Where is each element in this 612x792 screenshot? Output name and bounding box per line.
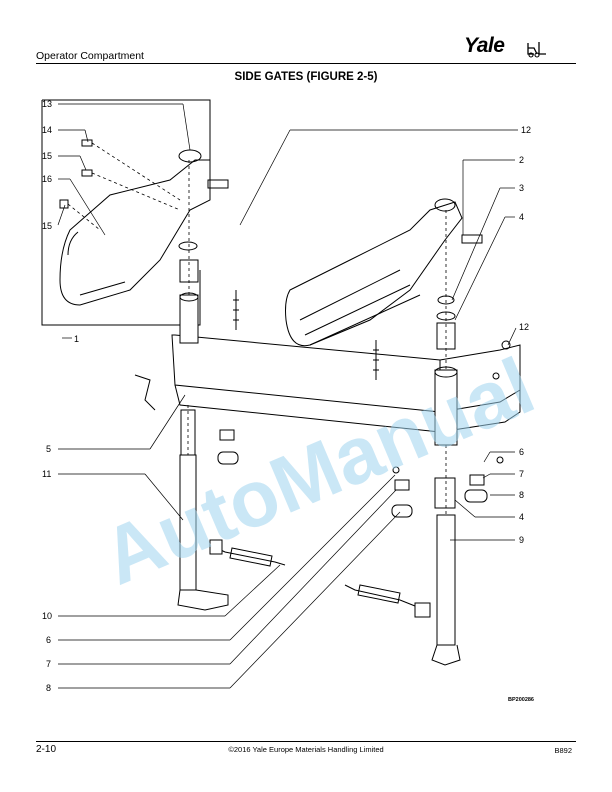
callout-12: 12 [521,125,531,135]
figure-id: BP200286 [508,697,534,703]
figure-title: SIDE GATES (FIGURE 2-5) [234,71,378,83]
callout-7b: 7 [46,659,51,669]
model-code: B892 [554,746,572,755]
section-header: Operator Compartment [36,50,144,62]
callout-6b: 6 [46,635,51,645]
callout-12b: 12 [519,322,529,332]
callout-9: 9 [519,535,524,545]
callout-2: 2 [519,155,524,165]
callout-14: 14 [42,125,52,135]
callout-16: 16 [42,174,52,184]
copyright: ©2016 Yale Europe Materials Handling Lim… [228,745,384,754]
page-number: 2-10 [36,744,57,755]
callout-8: 8 [519,490,524,500]
footer-rule [36,741,576,742]
callout-5: 5 [46,444,51,454]
header-rule [36,63,576,64]
callout-15b: 15 [42,221,52,231]
callout-15: 15 [42,151,52,161]
callout-11: 11 [42,469,51,479]
brand-logo: Yale [464,34,505,57]
callout-6: 6 [519,447,524,457]
callout-7: 7 [519,469,524,479]
callout-4b: 4 [519,512,524,522]
callout-4: 4 [519,212,524,222]
callout-3: 3 [519,183,524,193]
callout-13: 13 [42,99,52,109]
forklift-logo-icon [527,42,546,58]
callout-1: 1 [74,334,79,344]
callout-8b: 8 [46,683,51,693]
callout-10: 10 [42,611,52,621]
